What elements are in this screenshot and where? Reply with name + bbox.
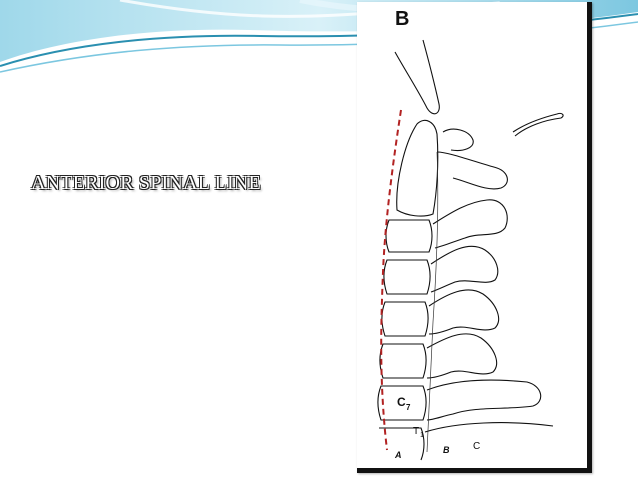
vertebra-c3-process: [432, 199, 508, 249]
vertebra-c7-body: [377, 385, 427, 421]
line-label-c: C: [473, 441, 480, 452]
line-label-a: A: [394, 450, 402, 460]
slide-title: ANTERIOR SPINAL LINE: [31, 172, 261, 194]
posterior-spinal-line-sketch: [426, 151, 439, 453]
label-t1-subscript: 1: [420, 432, 424, 439]
spine-diagram-figure: B: [357, 2, 592, 473]
panel-letter: B: [395, 8, 409, 30]
vertebra-c7-process: [426, 379, 542, 421]
vertebra-c4-process: [430, 245, 499, 293]
mandible-outline: [512, 112, 564, 137]
vertebra-c2-body: [396, 119, 439, 217]
vertebra-c5-process: [428, 289, 500, 335]
vertebra-c2-arch: [442, 128, 474, 152]
line-label-b: B: [443, 445, 450, 455]
vertebra-t1-body: [379, 427, 425, 461]
cervical-spine-diagram: B: [377, 8, 564, 461]
vertebra-c4-body: [383, 259, 431, 295]
label-c7-subscript: 7: [406, 403, 411, 412]
vertebra-outlines: [377, 39, 564, 461]
label-c7: C: [397, 395, 406, 409]
vertebra-c6-body: [379, 343, 427, 379]
vertebra-c5-body: [381, 301, 429, 337]
label-t1: T: [413, 426, 419, 437]
vertebra-c6-process: [426, 333, 498, 379]
vertebra-c2-process: [436, 151, 508, 190]
occiput-outline: [394, 39, 440, 115]
vertebra-t1-process: [424, 422, 554, 433]
vertebra-c3-body: [385, 219, 433, 253]
anterior-spinal-line: [380, 109, 402, 451]
